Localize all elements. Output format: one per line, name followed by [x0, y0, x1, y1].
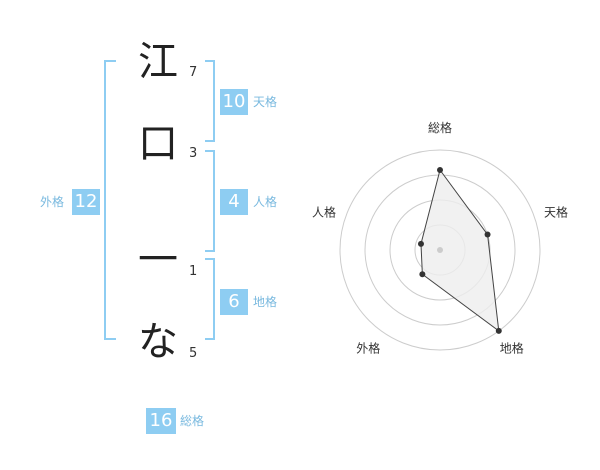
radar-axis-label-3: 地格 [500, 341, 524, 356]
radar-axis-label-4: 外格 [356, 341, 380, 356]
radar-center-point [437, 247, 443, 253]
soukaku-value: 16 [146, 408, 176, 434]
chikaku-bracket [205, 258, 215, 340]
radar-axis-label-5: 人格 [312, 204, 336, 219]
radar-point-5 [417, 240, 424, 247]
stroke-count-1: 7 [189, 65, 198, 80]
stroke-count-4: 5 [189, 346, 198, 361]
jinkaku-label: 人格 [253, 195, 278, 209]
radar-point-2 [484, 231, 491, 238]
radar-point-4 [419, 271, 426, 278]
tenkaku-bracket [205, 60, 215, 142]
radar-axis-label-2: 天格 [544, 204, 568, 219]
gaikaku-bracket [104, 60, 116, 340]
stroke-count-3: 1 [189, 264, 198, 279]
radar-area [420, 168, 500, 332]
stroke-count-2: 3 [189, 146, 198, 161]
name-char-2: 口 [138, 121, 178, 167]
radar-grid-ring [339, 149, 541, 351]
jinkaku-bracket [205, 150, 215, 252]
radar-point-3 [495, 327, 502, 334]
tenkaku-label: 天格 [253, 95, 278, 109]
name-char-3: 一 [138, 237, 178, 283]
gaikaku-label: 外格 [40, 195, 65, 209]
tenkaku-value: 10 [220, 89, 248, 115]
radar-axis-label-1: 総格 [428, 120, 452, 135]
soukaku-label: 総格 [180, 414, 205, 428]
gaikaku-value: 12 [72, 189, 100, 215]
name-char-4: な [138, 319, 178, 365]
name-char-1: 江 [138, 39, 178, 85]
chikaku-label: 地格 [253, 295, 278, 309]
jinkaku-value: 4 [220, 189, 248, 215]
chikaku-value: 6 [220, 289, 248, 315]
radar-point-1 [437, 167, 443, 173]
